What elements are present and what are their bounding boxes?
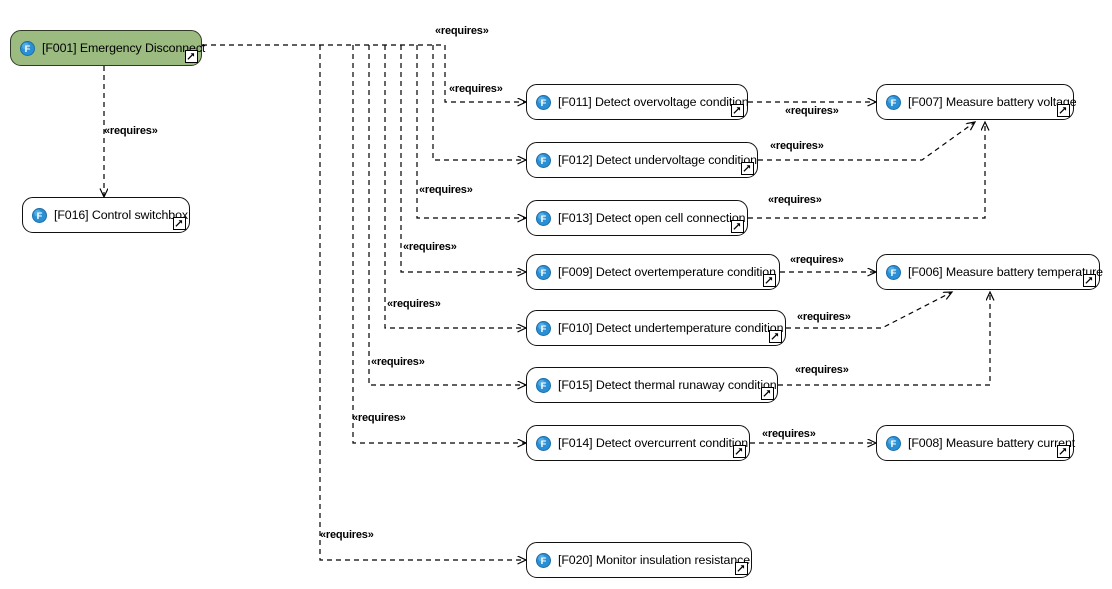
edge-label-f001-f020: «requires»: [320, 529, 374, 541]
edge-label-f001-f013: «requires»: [419, 184, 473, 196]
svg-text:F: F: [541, 556, 547, 567]
edge-label-f011-f007: «requires»: [785, 105, 839, 117]
svg-text:F: F: [541, 381, 547, 392]
external-link-icon[interactable]: [1057, 445, 1070, 458]
node-label: [F009] Detect overtemperature condition: [558, 264, 776, 279]
function-icon: F: [20, 40, 35, 56]
node-f016[interactable]: F [F016] Control switchbox: [22, 197, 190, 233]
node-label: [F006] Measure battery temperature: [908, 264, 1103, 279]
node-label: [F007] Measure battery voltage: [908, 94, 1077, 109]
external-link-icon[interactable]: [1083, 274, 1096, 287]
edge-label-f013-f007: «requires»: [768, 194, 822, 206]
external-link-icon[interactable]: [763, 274, 776, 287]
external-link-icon[interactable]: [735, 562, 748, 575]
external-link-icon[interactable]: [761, 387, 774, 400]
function-icon: F: [886, 264, 901, 280]
node-label: [F008] Measure battery current: [908, 435, 1076, 450]
edge-label-f010-f006: «requires»: [797, 311, 851, 323]
node-f012[interactable]: F [F012] Detect undervoltage condition: [526, 142, 758, 178]
external-link-icon[interactable]: [1057, 104, 1070, 117]
external-link-icon[interactable]: [731, 220, 744, 233]
edge-label-f001-f012: «requires»: [435, 25, 489, 37]
svg-text:F: F: [541, 439, 547, 450]
external-link-icon[interactable]: [731, 104, 744, 117]
function-icon: F: [32, 207, 47, 223]
svg-text:F: F: [541, 268, 547, 279]
function-icon: F: [536, 552, 551, 568]
external-link-icon[interactable]: [769, 330, 782, 343]
external-link-icon[interactable]: [173, 217, 186, 230]
edge-label-f001-f015: «requires»: [371, 356, 425, 368]
node-label: [F020] Monitor insulation resistance: [558, 552, 750, 567]
node-f001[interactable]: F [F001] Emergency Disconnect: [10, 30, 206, 66]
external-link-icon[interactable]: [741, 162, 754, 175]
function-icon: F: [536, 152, 551, 168]
node-f015[interactable]: F [F015] Detect thermal runaway condition: [526, 367, 778, 403]
svg-text:F: F: [541, 98, 547, 109]
external-link-icon[interactable]: [185, 50, 198, 63]
node-f006[interactable]: F [F006] Measure battery temperature: [876, 254, 1103, 290]
svg-text:F: F: [541, 324, 547, 335]
external-link-icon[interactable]: [733, 445, 746, 458]
function-icon: F: [536, 264, 551, 280]
node-label: [F001] Emergency Disconnect: [42, 40, 206, 55]
function-icon: F: [536, 435, 551, 451]
function-icon: F: [536, 320, 551, 336]
node-f008[interactable]: F [F008] Measure battery current: [876, 425, 1076, 461]
svg-text:F: F: [541, 214, 547, 225]
function-icon: F: [886, 435, 901, 451]
function-icon: F: [886, 94, 901, 110]
node-f009[interactable]: F [F009] Detect overtemperature condition: [526, 254, 780, 290]
node-f011[interactable]: F [F011] Detect overvoltage condition: [526, 84, 749, 120]
edge-label-f014-f008: «requires»: [762, 428, 816, 440]
function-icon: F: [536, 377, 551, 393]
function-icon: F: [536, 210, 551, 226]
node-f014[interactable]: F [F014] Detect overcurrent condition: [526, 425, 750, 461]
edge-label-f009-f006: «requires»: [790, 254, 844, 266]
edge-f001-f012: [432, 45, 526, 160]
node-label: [F011] Detect overvoltage condition: [558, 94, 749, 109]
node-label: [F016] Control switchbox: [54, 207, 188, 222]
svg-text:F: F: [891, 439, 897, 450]
edge-f001-f015: [368, 45, 526, 385]
edge-label-f015-f006: «requires»: [795, 364, 849, 376]
node-f020[interactable]: F [F020] Monitor insulation resistance: [526, 542, 752, 578]
edge-label-f001-f009: «requires»: [403, 241, 457, 253]
svg-text:F: F: [541, 156, 547, 167]
node-f007[interactable]: F [F007] Measure battery voltage: [876, 84, 1077, 120]
edge-label-f001-f016: «requires»: [104, 125, 158, 137]
node-label: [F010] Detect undertemperature condition: [558, 320, 784, 335]
node-label: [F015] Detect thermal runaway condition: [558, 377, 777, 392]
svg-text:F: F: [25, 44, 31, 55]
node-f010[interactable]: F [F010] Detect undertemperature conditio…: [526, 310, 786, 346]
edge-label-f012-f007: «requires»: [770, 140, 824, 152]
node-label: [F012] Detect undervoltage condition: [558, 152, 757, 167]
edge-label-f001-f010: «requires»: [387, 298, 441, 310]
node-label: [F014] Detect overcurrent condition: [558, 435, 749, 450]
edge-label-f001-f014: «requires»: [352, 412, 406, 424]
edge-label-f001-f011: «requires»: [449, 83, 503, 95]
svg-text:F: F: [891, 268, 897, 279]
node-label: [F013] Detect open cell connection: [558, 210, 746, 225]
edge-f001-f009: [400, 45, 526, 272]
function-icon: F: [536, 94, 551, 110]
svg-text:F: F: [37, 211, 43, 222]
node-f013[interactable]: F [F013] Detect open cell connection: [526, 200, 748, 236]
svg-text:F: F: [891, 98, 897, 109]
